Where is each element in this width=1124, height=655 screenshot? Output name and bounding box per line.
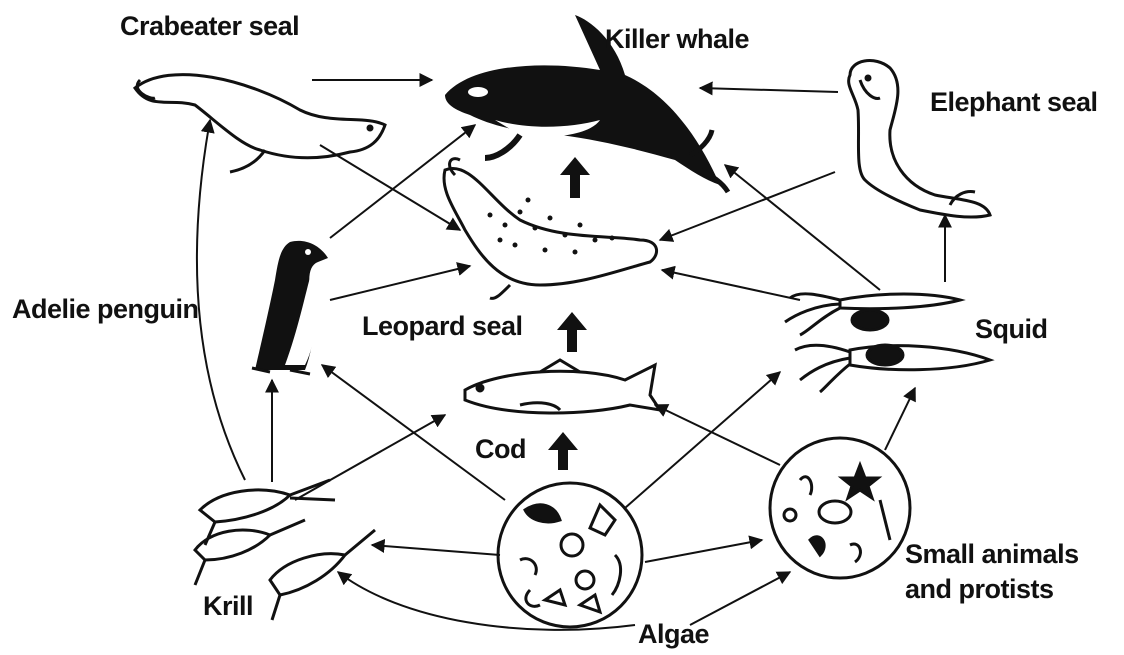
- elephant-seal-illustration: [849, 61, 990, 218]
- squid-illustration: [785, 294, 990, 392]
- adelie-penguin-label: Adelie penguin: [12, 295, 199, 323]
- algae-illustration: [498, 483, 642, 627]
- adelie-penguin-illustration: [252, 241, 328, 374]
- elephant-seal-label: Elephant seal: [930, 88, 1098, 116]
- killer-whale-label: Killer whale: [605, 25, 749, 53]
- cod-label: Cod: [475, 435, 526, 463]
- krill-label: Krill: [203, 592, 253, 620]
- squid-label: Squid: [975, 315, 1048, 343]
- leopard-seal-label: Leopard seal: [362, 312, 523, 340]
- crabeater-seal-label: Crabeater seal: [120, 12, 299, 40]
- small-animals-label-line1: Small animals: [905, 540, 1079, 568]
- leopard-seal-illustration: [444, 159, 657, 299]
- small-animals-illustration: [770, 438, 910, 578]
- main-chain-arrows: [548, 157, 590, 470]
- crabeater-seal-illustration: [135, 75, 385, 172]
- algae-label: Algae: [638, 620, 709, 648]
- cod-illustration: [465, 360, 660, 413]
- small-animals-label-line2: and protists: [905, 575, 1054, 603]
